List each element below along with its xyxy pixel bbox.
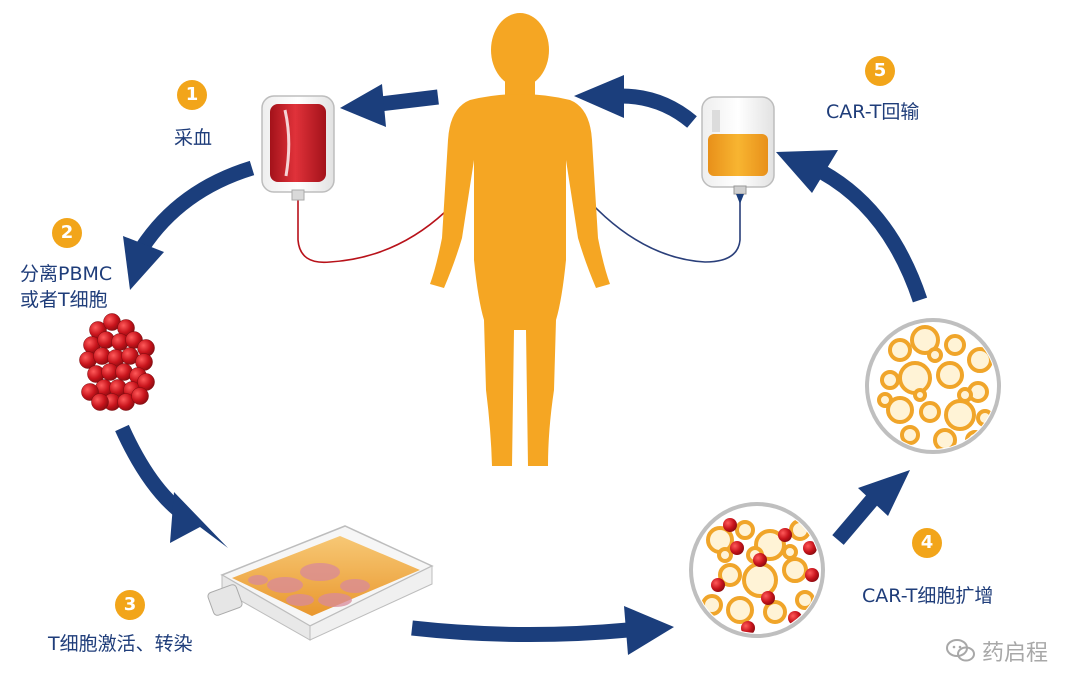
step-3-badge: 3	[115, 590, 145, 620]
car-t-cell	[886, 396, 914, 424]
step-4-badge: 4	[912, 528, 942, 558]
car-t-cell	[936, 361, 964, 389]
pbmc-cell	[91, 393, 109, 411]
red-cell	[723, 518, 737, 532]
step-2-badge: 2	[52, 218, 82, 248]
arrow-dish-to-expanded-dish	[832, 470, 910, 545]
culture-flask	[207, 525, 434, 641]
red-cell	[711, 578, 725, 592]
arrow-pbmc-to-flask	[115, 424, 228, 548]
car-t-cell	[944, 334, 966, 356]
red-cell	[805, 568, 819, 582]
car-t-cell	[888, 338, 912, 362]
pbmc-cell-cluster	[79, 313, 155, 411]
red-cell	[803, 541, 817, 555]
car-t-cell	[718, 563, 742, 587]
blood-collection-bag	[261, 95, 335, 201]
car-t-cell	[717, 547, 733, 563]
arrow-flask-to-dish	[411, 606, 674, 655]
car-t-cell	[910, 325, 940, 355]
petri-dish-expansion	[689, 502, 825, 638]
blood-tube	[297, 195, 446, 264]
arrow-blood-bag-to-pbmc	[123, 160, 255, 290]
petri-dish-expanded	[865, 318, 1001, 454]
infusion-tube	[574, 184, 741, 263]
arrow-body-to-blood-bag	[340, 84, 439, 127]
step-2-label-line2: 或者T细胞	[20, 289, 108, 311]
car-t-cell	[735, 520, 755, 540]
red-cell	[741, 621, 755, 633]
step-5-label: CAR-T回输	[826, 101, 920, 123]
car-t-cell	[957, 387, 973, 403]
car-t-product-bag	[701, 96, 775, 204]
step-5-badge: 5	[865, 56, 895, 86]
step-4-label: CAR-T细胞扩增	[862, 585, 994, 607]
car-t-cell	[919, 401, 941, 423]
car-t-cell	[900, 425, 920, 445]
car-t-cell	[933, 428, 957, 449]
car-t-cell	[877, 392, 893, 408]
red-cell	[730, 541, 744, 555]
pbmc-cell	[131, 387, 149, 405]
watermark: 药启程	[945, 635, 1048, 667]
watermark-text: 药启程	[981, 641, 1048, 666]
car-t-cell	[782, 544, 798, 560]
car-t-cell	[782, 557, 808, 583]
red-cell	[778, 528, 792, 542]
red-cell	[753, 553, 767, 567]
wechat-icon	[945, 639, 975, 662]
red-cell	[761, 591, 775, 605]
car-t-cell	[880, 370, 900, 390]
step-2-label-line1: 分离PBMC	[20, 263, 113, 285]
flow-arrows	[115, 75, 928, 655]
car-t-cell	[898, 361, 932, 395]
step-3-label: T细胞激活、转染	[48, 633, 193, 655]
step-1-badge: 1	[177, 80, 207, 110]
step-1-label: 采血	[174, 127, 213, 149]
human-body-figure	[430, 13, 610, 466]
car-t-cell	[726, 596, 754, 624]
car-t-cell	[944, 399, 976, 431]
car-t-cell	[742, 562, 778, 598]
car-t-cell	[913, 388, 927, 402]
car-t-cell	[927, 347, 943, 363]
car-t-cell	[763, 600, 787, 624]
arrow-product-bag-to-body	[574, 75, 697, 128]
arrow-expanded-dish-to-product-bag	[776, 150, 928, 303]
